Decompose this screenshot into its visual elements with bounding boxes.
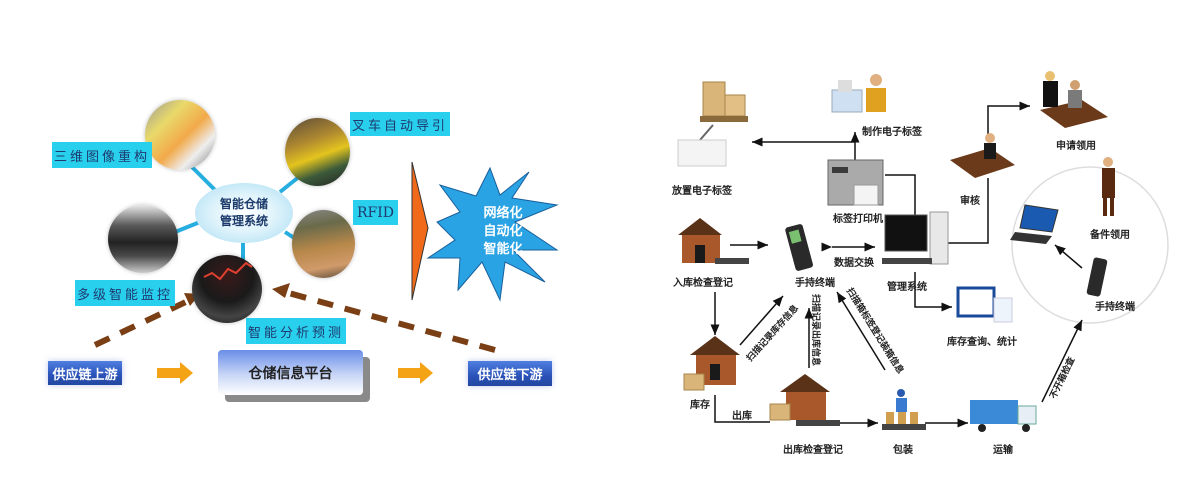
- spoke-monitoring: [174, 220, 201, 234]
- starburst-line-2: 自动化: [483, 224, 523, 239]
- inventory-stats-monitor-icon: [956, 286, 1013, 323]
- laptop-icon: [1010, 204, 1059, 244]
- starburst-line-3: 智能化: [483, 242, 523, 257]
- orange-arrow-1: [157, 362, 193, 384]
- photo-forklift: [285, 118, 350, 186]
- inbound-warehouse-icon: [678, 218, 749, 264]
- photo-rfid-scanner: [292, 210, 355, 278]
- outbound-warehouse-icon: [769, 374, 840, 426]
- hub-line-2: 管理系统: [219, 214, 268, 228]
- photo-monitoring-room: [108, 205, 178, 273]
- delivery-truck-icon: [970, 400, 1037, 432]
- label-smart-analysis: 智能分析预测: [246, 318, 346, 344]
- label-make-tag: 制作电子标签: [862, 127, 922, 138]
- label-audit: 审核: [960, 196, 980, 207]
- right-connectors: [677, 71, 1169, 432]
- label-mgmt-system: 管理系统: [887, 282, 927, 293]
- electronic-tag-icon: [677, 139, 727, 167]
- label-rfid: RFID: [353, 200, 398, 225]
- label-apply: 申请领用: [1056, 141, 1096, 152]
- supply-chain-downstream: 供应链下游: [468, 361, 552, 386]
- applicants-at-desk-icon: [1040, 71, 1108, 128]
- label-stock: 库存: [690, 400, 710, 411]
- label-outbound-check: 出库检查登记: [783, 445, 843, 456]
- handheld-terminal-2-icon: [1086, 257, 1108, 297]
- edge-label-scan-outbound: 扫描记录出库信息: [810, 294, 820, 367]
- supply-chain-upstream: 供应链上游: [48, 361, 122, 385]
- label-multilevel-monitoring: 多级智能监控: [75, 280, 175, 306]
- label-spare-parts: 备件领用: [1090, 230, 1130, 241]
- label-printer-icon: [827, 159, 884, 206]
- starburst-text: 网络化 自动化 智能化: [468, 205, 538, 259]
- spare-parts-circle: [1011, 166, 1169, 324]
- dashed-arrowhead-downstream: [272, 283, 290, 298]
- hub-smart-warehouse-system: 智能仓储 管理系统: [195, 183, 293, 243]
- label-place-tag: 放置电子标签: [672, 186, 732, 197]
- spare-parts-person-icon: [1102, 157, 1115, 216]
- label-handheld: 手持终端: [795, 278, 835, 289]
- starburst: [426, 166, 559, 302]
- label-forklift-guidance: 叉车自动导引: [350, 112, 450, 136]
- handheld-terminal-icon: [785, 224, 813, 271]
- stock-warehouse-icon: [683, 336, 740, 391]
- packing-station-icon: [882, 389, 926, 430]
- warehouse-info-platform: 仓储信息平台: [218, 350, 363, 395]
- dashed-arrow-downstream: [284, 289, 496, 353]
- label-outbound: 出库: [732, 411, 752, 422]
- starburst-line-1: 网络化: [483, 206, 523, 221]
- label-handheld-2: 手持终端: [1095, 302, 1135, 313]
- photo-laptop-analytics: [192, 255, 262, 323]
- label-data-exchange: 数据交换: [834, 258, 874, 269]
- orange-triangle-arrow: [411, 161, 429, 301]
- left-connectors: [93, 148, 559, 384]
- person-at-computer-icon: [831, 74, 886, 113]
- orange-arrow-2: [398, 362, 433, 384]
- auditor-at-desk-icon: [950, 133, 1015, 178]
- pallet-boxes-icon: [700, 81, 748, 122]
- label-transport: 运输: [993, 445, 1013, 456]
- label-printer: 标签打印机: [833, 214, 883, 225]
- dashed-arrow-upstream: [93, 297, 192, 348]
- label-inbound-check: 入库检查登记: [673, 278, 733, 289]
- label-packing: 包装: [893, 445, 913, 456]
- trend-line-icon: [203, 261, 253, 281]
- label-3d-reconstruction: 三维图像重构: [52, 142, 152, 168]
- label-inventory-query: 库存查询、统计: [947, 337, 1017, 348]
- photo-3d-shelves: [145, 100, 215, 170]
- management-computer-icon: [882, 211, 949, 265]
- hub-line-1: 智能仓储: [219, 197, 268, 211]
